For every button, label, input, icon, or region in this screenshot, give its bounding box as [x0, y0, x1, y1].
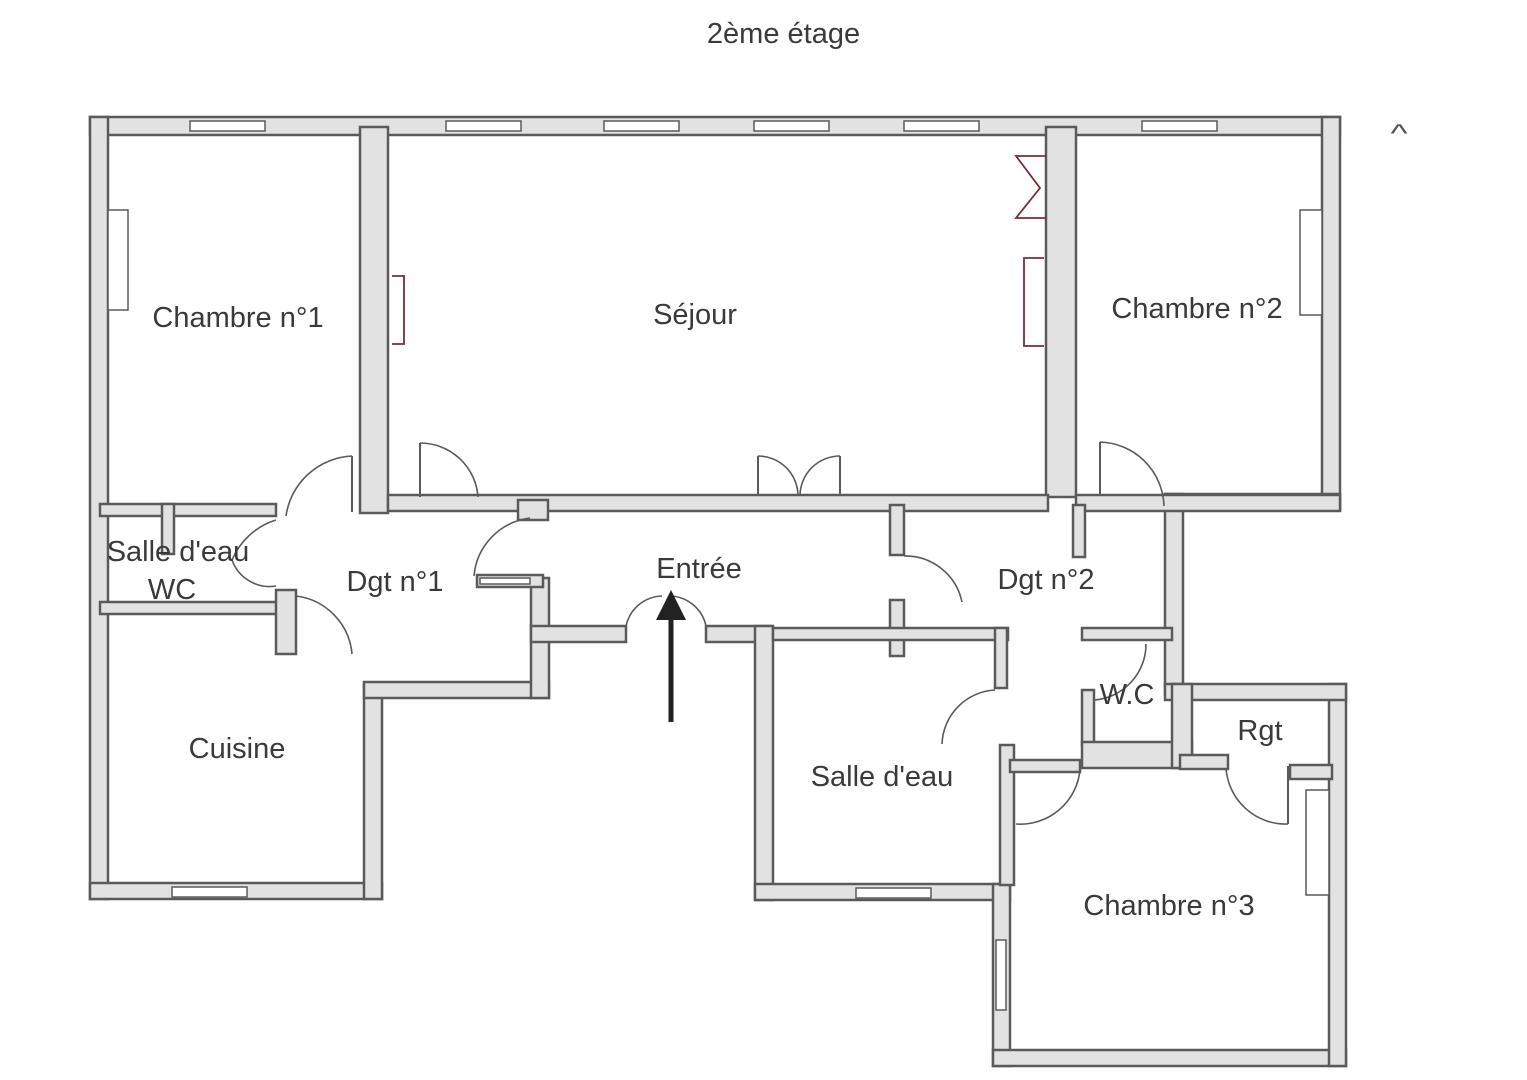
wall-rgt-east-stub [1288, 763, 1334, 781]
wall-sde-north [771, 626, 1010, 642]
wall-right-upper [1320, 115, 1342, 512]
floor-title: 2ème étage [706, 18, 861, 50]
door-entree-dgt2 [903, 555, 963, 603]
windows [107, 120, 1330, 1011]
wall-rgt-south [1178, 753, 1230, 771]
wall-ch3-south [991, 1048, 1348, 1068]
wall-entree-east-north [888, 503, 906, 557]
door-sejour-double-right [799, 455, 841, 497]
door-rgt [1225, 767, 1289, 825]
door-ch3 [1015, 769, 1081, 825]
door-dgt1-ch1 [285, 455, 353, 517]
wall-entree-north-stub [516, 498, 550, 522]
wall-wc-west [1080, 688, 1096, 747]
wall-dgt1-west [274, 588, 298, 656]
door-sde [941, 689, 996, 745]
door-entree-west [473, 517, 531, 577]
wall-sejour-ch2 [1044, 125, 1078, 499]
radiator-sejour-west [392, 275, 405, 345]
wall-dgt2-east [1163, 492, 1185, 696]
window-ch2-east [1299, 209, 1323, 316]
room-label-sejour: Séjour [653, 299, 737, 331]
inner-walls [98, 125, 1342, 887]
door-ch2 [1099, 441, 1165, 507]
room-label-wc: W.C [1100, 679, 1155, 711]
window-ch3 [995, 939, 1007, 1011]
window-entree-bars [479, 577, 531, 585]
door-entree-main-left [625, 595, 663, 627]
wall-sde-west [753, 624, 775, 902]
door-dgt1-cuisine [295, 595, 353, 655]
window-sejour-2 [603, 120, 680, 132]
wall-wc-north [1080, 626, 1174, 642]
radiator-sejour-east [1023, 257, 1044, 347]
door-sejour-double-left [757, 455, 799, 497]
wall-sdewc-stub [160, 502, 176, 556]
room-label-rgt: Rgt [1237, 715, 1282, 747]
wall-ch3-north [1008, 758, 1082, 774]
room-label-dgt2: Dgt n°2 [997, 564, 1094, 596]
entrance-arrow-icon [656, 590, 686, 722]
wall-rgt-north [1163, 682, 1348, 702]
room-labels: Chambre n°1 Séjour Chambre n°2 Salle d'e… [107, 293, 1283, 922]
door-wc [1093, 643, 1147, 701]
door-dgt1-sdewc [231, 519, 277, 588]
room-label-cuisine: Cuisine [189, 733, 286, 765]
wall-ch2-south [1074, 493, 1342, 513]
room-label-chambre2: Chambre n°2 [1111, 293, 1282, 325]
doors [231, 441, 1289, 825]
room-label-chambre1: Chambre n°1 [152, 302, 323, 334]
wall-sejour-south [386, 493, 1050, 513]
window-ch2 [1141, 120, 1218, 132]
wall-cuisine-east [362, 682, 384, 901]
room-label-dgt1: Dgt n°1 [346, 566, 443, 598]
door-entree-main-right [669, 595, 707, 627]
wall-ch3-east [1327, 682, 1348, 1068]
window-ch1 [189, 120, 266, 132]
wall-sde-east-lower [998, 743, 1016, 887]
window-cuisine [171, 886, 248, 898]
window-sde [855, 887, 932, 899]
window-sejour-4 [903, 120, 980, 132]
window-sejour-1 [445, 120, 522, 132]
room-label-entree: Entrée [656, 553, 741, 585]
room-label-chambre3: Chambre n°3 [1083, 890, 1254, 922]
room-label-salle-eau-wc-1: Salle d'eau [107, 536, 250, 568]
wall-ch1-sejour [358, 125, 390, 515]
wall-sde-east [993, 626, 1009, 690]
window-sejour-3 [753, 120, 830, 132]
window-ch1-west [107, 209, 129, 311]
wall-entree-south-left [529, 624, 628, 644]
wall-ch1-south [98, 502, 278, 518]
room-label-salle-eau-wc-2: WC [148, 574, 196, 606]
door-sejour-dgt1 [419, 442, 479, 498]
wall-dgt2-stub [1071, 503, 1087, 559]
wall-dgt1-south [362, 680, 551, 700]
fixtures [392, 155, 1046, 347]
room-label-salle-eau: Salle d'eau [811, 761, 954, 793]
window-ch3-east [1305, 789, 1330, 896]
chevron-up-icon[interactable]: ^ [1390, 118, 1408, 148]
radiator-sejour-corner [1014, 155, 1046, 219]
